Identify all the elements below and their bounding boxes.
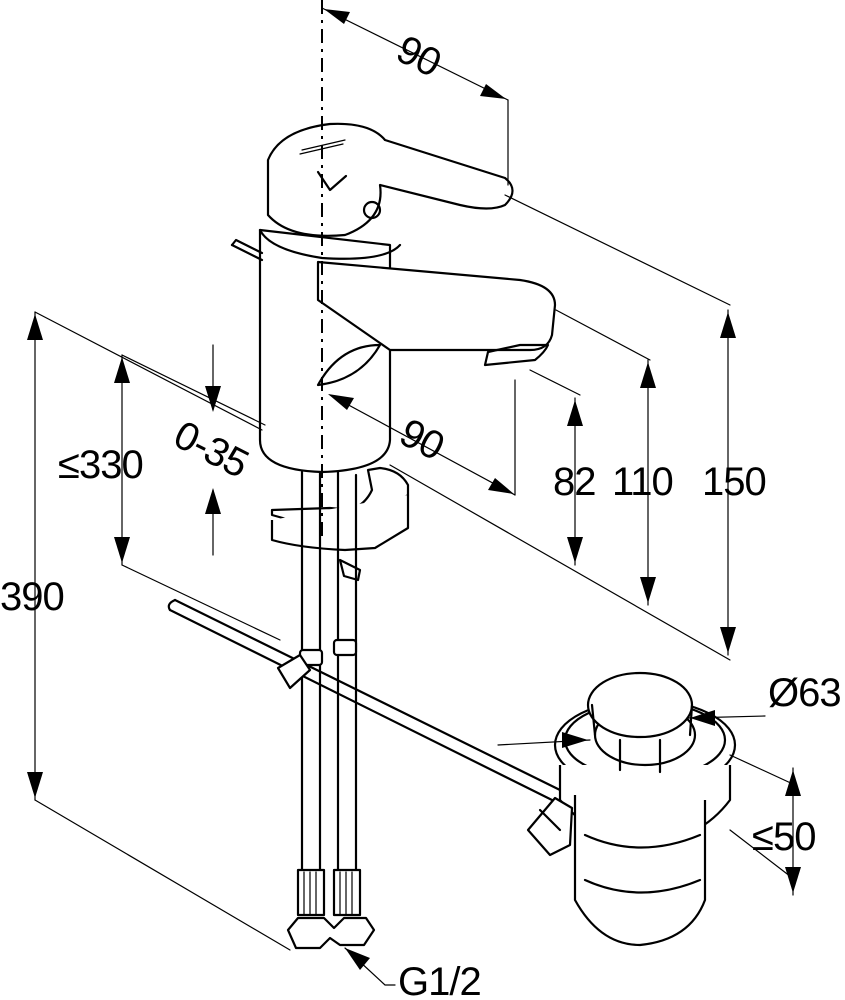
dimension-lines [27, 7, 801, 986]
total-height-label: 150 [702, 460, 766, 504]
deck-thickness-label: 0-35 [167, 413, 255, 487]
spout-height-label: 110 [612, 460, 673, 504]
waste-diameter-label: Ø63 [768, 671, 841, 715]
total-length-label: 390 [0, 575, 64, 619]
lever-swivel-label: 90 [393, 410, 451, 468]
waste-fitting [526, 671, 737, 947]
connection-thread-label: G1/2 [398, 960, 481, 1000]
waste-depth-label: ≤50 [752, 815, 815, 859]
spout-reach-label: 90 [390, 27, 448, 85]
max-hose-length-label: ≤330 [58, 443, 143, 487]
popup-rod [167, 598, 562, 802]
outlet-height-label: 82 [553, 460, 596, 504]
faucet-body [230, 122, 557, 950]
